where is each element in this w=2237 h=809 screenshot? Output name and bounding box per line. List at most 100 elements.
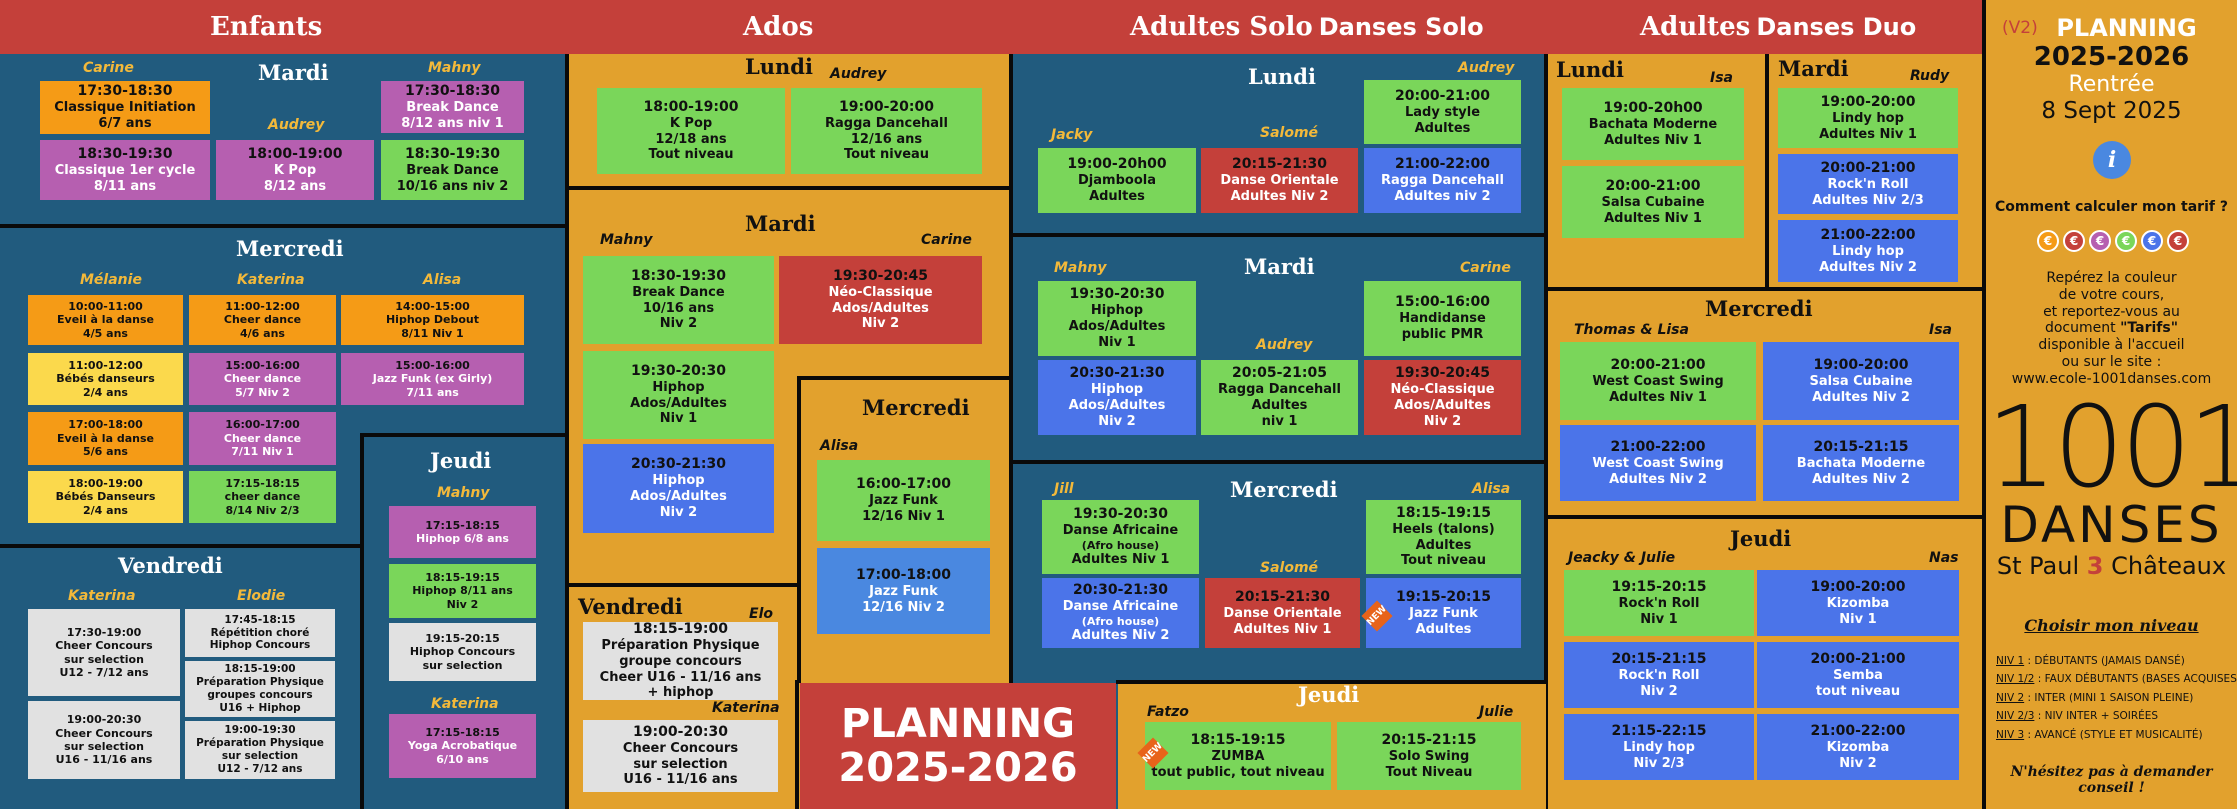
teacher-rudy: Rudy: [1910, 68, 1950, 84]
class-name: Préparation Physique: [196, 676, 324, 689]
sidebar-rentree: Rentrée: [2068, 72, 2155, 97]
class-info: 8/11 Niv 1: [401, 326, 464, 340]
class-name: Kizomba: [1826, 739, 1890, 755]
class-info: 8/14 Niv 2/3: [225, 503, 300, 517]
class-time: 17:30-19:00: [66, 625, 142, 639]
sidebar-date: 8 Sept 2025: [2041, 98, 2182, 124]
class-time: 20:15-21:15: [1813, 438, 1909, 455]
divider: [1011, 460, 1546, 464]
euro-coin-icon: €: [2141, 230, 2163, 252]
duo-mardi-title: Mardi: [1778, 56, 1849, 81]
class-info: Adultes Niv 2: [1071, 628, 1170, 644]
class-info: 10/16 ans niv 2: [396, 178, 509, 194]
teacher-nas: Nas: [1929, 550, 1959, 566]
class-time: 19:00-20:00: [839, 98, 934, 115]
class-info: sur selection: [633, 756, 728, 772]
class-time: 18:15-19:15: [1396, 504, 1491, 521]
class-time: 19:15-20:15: [1611, 578, 1707, 595]
class-info: 2/4 ans: [83, 385, 128, 399]
class-info: Tout Niveau: [1385, 764, 1473, 780]
class-info: Adultes: [1089, 189, 1145, 205]
divider: [1116, 680, 1546, 684]
teacher-fatzo: Fatzo: [1147, 704, 1189, 720]
solo-mercredi-title: Mercredi: [1230, 477, 1338, 502]
class-name: cheer dance: [224, 490, 301, 504]
class-info: niv 1: [1261, 413, 1298, 429]
website-link[interactable]: www.ecole-1001danses.com: [2011, 370, 2212, 387]
level-desc: : DÉBUTANTS (JAMAIS DANSÉ): [2027, 655, 2185, 667]
planning-banner-line1: PLANNING: [841, 701, 1075, 747]
logo-danses: DANSES: [2000, 496, 2223, 554]
class-name: Bachata Moderne: [1588, 116, 1718, 132]
teacher-alisa: Alisa: [423, 272, 462, 288]
level-item: NIV 1/2 : FAUX DÉBUTANTS (BASES ACQUISES…: [1996, 670, 2237, 688]
class-name: Cheer dance: [223, 431, 302, 445]
class-info: 12/16 Niv 1: [862, 509, 945, 525]
class-name: Break Dance: [406, 99, 499, 115]
divider: [1765, 54, 1769, 289]
ados-mercredi-title: Mercredi: [862, 395, 970, 420]
class-time: 11:00-12:00: [68, 358, 143, 372]
class-info: sur selection: [64, 652, 144, 666]
class-name: Eveil à la danse: [57, 431, 154, 445]
class-time: 16:00-17:00: [856, 476, 951, 493]
header-ados: Ados: [743, 12, 814, 42]
class-time: 20:05-21:05: [1232, 365, 1327, 382]
tarif-line: disponible à l'accueil: [2038, 337, 2185, 354]
class-name: Hiphop: [652, 473, 705, 489]
divider: [1011, 233, 1546, 237]
class-time: 18:00-19:00: [643, 98, 739, 115]
class-name: Salsa Cubaine: [1601, 194, 1705, 210]
class-info: 5/6 ans: [83, 445, 128, 459]
level-list: NIV 1 : DÉBUTANTS (JAMAIS DANSÉ)NIV 1/2 …: [1996, 652, 2237, 744]
teacher-mahny: Mahny: [1054, 260, 1107, 276]
class-time: 17:30-18:30: [77, 83, 173, 100]
class-name: ZUMBA: [1211, 748, 1265, 764]
class-time: 19:00-20:30: [633, 723, 728, 740]
class-name: Jazz Funk: [869, 493, 938, 509]
class-time: 21:00-22:00: [1820, 226, 1916, 243]
tarif-line: et reportez-vous au: [2043, 303, 2180, 320]
class-info: Ados/Adultes: [630, 395, 727, 411]
class-info: groupes concours: [207, 689, 313, 701]
teacher-katerina: Katerina: [237, 272, 305, 288]
divider: [565, 54, 569, 809]
ados-mardi-title: Mardi: [745, 211, 816, 236]
class-name: Cheer Concours: [55, 639, 153, 653]
teacher-mahny: Mahny: [600, 232, 653, 248]
tarif-line: document: [2044, 320, 2116, 337]
level-code: NIV 1/2: [1996, 673, 2035, 686]
logo-location-part: Châteaux: [2111, 552, 2227, 580]
class-time: 20:15-21:30: [1232, 156, 1327, 173]
class-info: Niv 1: [1098, 334, 1136, 350]
solo-mardi-title: Mardi: [1244, 254, 1315, 279]
class-info: 8/11 ans: [93, 178, 157, 194]
divider: [0, 224, 567, 228]
teacher-isa: Isa: [1929, 322, 1952, 338]
class-info: U12 - 7/12 ans: [217, 762, 303, 775]
class-name: Cheer dance: [223, 313, 302, 327]
class-time: 18:15-19:00: [224, 663, 296, 676]
teacher-audrey: Audrey: [830, 66, 887, 82]
class-time: 18:15-19:00: [633, 622, 728, 637]
divider: [795, 680, 799, 809]
class-info: 2/4 ans: [83, 503, 128, 517]
